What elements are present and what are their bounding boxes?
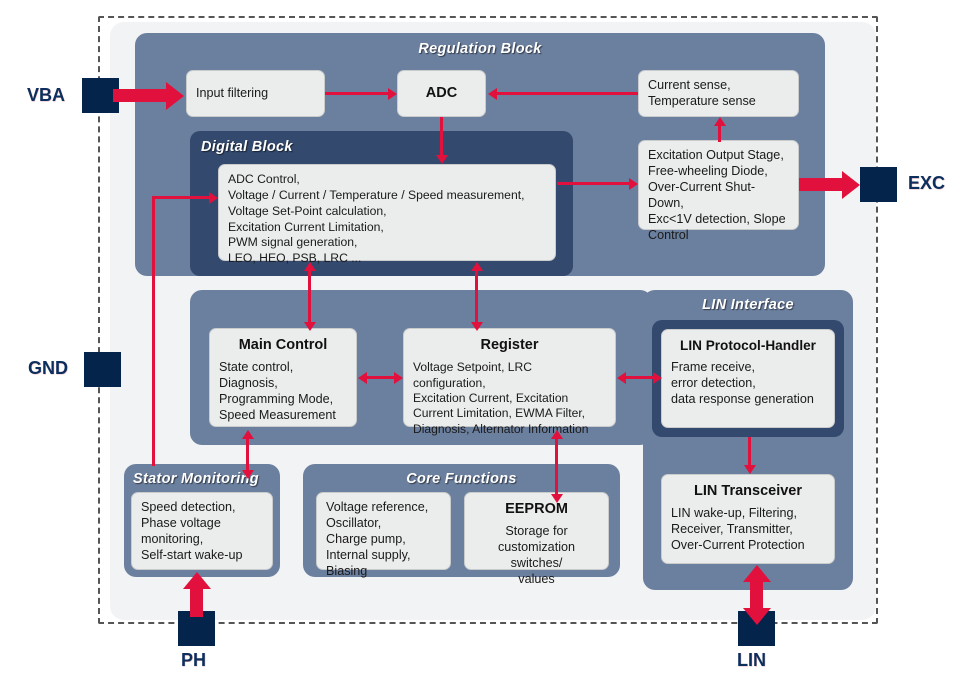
block-lin-protocol-handler-body: Frame receive, error detection, data res… [671,360,814,407]
arrowhead-register-to-lph-left [617,371,626,384]
pin-pad-gnd [84,352,121,387]
block-stator-monitoring-content: Speed detection, Phase voltage monitorin… [131,492,273,570]
block-lin-transceiver: LIN Transceiver LIN wake-up, Filtering, … [661,474,835,564]
arrowhead-register-up [470,262,483,271]
arrowhead-current-sense-to-adc [488,87,497,100]
pin-label-lin: LIN [737,650,766,670]
block-excitation-output-stage-body: Excitation Output Stage, Free-wheeling D… [648,148,786,242]
group-title-stator-monitoring: Stator Monitoring [133,471,259,487]
block-lin-protocol-handler: LIN Protocol-Handler Frame receive, erro… [661,329,835,428]
pin-pad-exc [860,167,897,202]
arrowhead-register-eeprom-down [550,494,563,503]
arrowhead-excitation-to-exc [842,170,860,199]
arrowhead-main-control-stator-up [241,430,254,439]
block-adc: ADC [397,70,486,117]
pin-label-gnd: GND [28,358,68,378]
block-main-control-body: State control, Diagnosis, Programming Mo… [219,360,336,423]
arrowhead-lin-to-transceiver-up [742,565,771,582]
arrowhead-digital-block-to-excitation [629,177,638,190]
arrowhead-vba-to-input-filtering [166,81,184,110]
bus-ph-to-stator-monitoring [190,589,203,617]
arrowhead-lin-to-transceiver-down [742,608,771,625]
connector-register-to-lin-protocol-handler [625,376,655,379]
block-lin-transceiver-header: LIN Transceiver [694,483,802,499]
group-title-lin-interface: LIN Interface [702,297,794,313]
arrowhead-adc-to-digital-block [435,155,448,164]
block-main-control-header: Main Control [238,337,328,353]
bus-excitation-to-exc [799,178,842,191]
block-register-header: Register [480,337,539,353]
block-lin-transceiver-body: LIN wake-up, Filtering, Receiver, Transm… [671,506,805,553]
connector-main-control-to-register [366,376,396,379]
block-input-filtering-body: Input filtering [196,85,269,100]
arrowhead-excitation-to-current-sense [713,117,726,126]
connector-adc-to-digital-block [440,117,443,155]
arrowhead-main-control-to-register-right [394,371,403,384]
arrowhead-register-eeprom-up [550,430,563,439]
arrowhead-main-control-to-register-left [358,371,367,384]
arrowhead-input-filtering-to-adc [388,87,397,100]
pin-label-exc: EXC [908,173,946,193]
arrowhead-stator-to-digital-block [209,191,218,204]
pin-pad-vba [82,78,119,113]
bus-lin-to-transceiver [750,582,763,616]
block-excitation-output-stage: Excitation Output Stage, Free-wheeling D… [638,140,799,242]
connector-digital-block-to-excitation [557,182,629,185]
arrowhead-main-control-down [303,322,316,331]
block-main-control: Main Control State control, Diagnosis, P… [209,328,357,427]
connector-stator-to-digital-horizontal [152,196,209,199]
block-input-filtering: Input filtering [186,70,325,117]
block-current-sense: Current sense, Temperature sense [638,70,799,117]
arrowhead-main-control-up [303,262,316,271]
group-title-regulation-block: Regulation Block [418,41,542,57]
arrowhead-lph-to-lin-transceiver [743,465,756,474]
connector-digital-block-to-main-control [308,270,311,326]
connector-input-filtering-to-adc [325,92,388,95]
arrowhead-register-to-lph-right [653,371,662,384]
group-title-digital-block: Digital Block [201,139,293,155]
block-stator-monitoring-content-body: Speed detection, Phase voltage monitorin… [141,500,243,562]
connector-stator-to-digital-vertical [152,196,155,466]
connector-digital-block-to-register [475,270,478,326]
pin-label-ph: PH [181,650,207,670]
block-lin-protocol-handler-header: LIN Protocol-Handler [680,338,816,353]
pin-label-vba: VBA [27,85,66,105]
block-register-body: Voltage Setpoint, LRC configuration, Exc… [413,360,589,436]
connector-lph-to-lin-transceiver [748,437,751,469]
block-core-functions-content-body: Voltage reference, Oscillator, Charge pu… [326,500,429,578]
block-core-functions-content: Voltage reference, Oscillator, Charge pu… [316,492,451,578]
block-eeprom: EEPROM Storage for customization switche… [464,492,609,586]
block-register: Register Voltage Setpoint, LRC configura… [403,328,616,436]
connector-main-control-to-stator-monitoring [246,438,249,474]
block-current-sense-body: Current sense, Temperature sense [648,77,756,108]
block-digital-block-content: ADC Control, Voltage / Current / Tempera… [218,164,556,265]
connector-excitation-to-current-sense-b [718,126,721,142]
connector-register-to-eeprom [555,438,558,498]
block-eeprom-body: Storage for customization switches/ valu… [498,524,575,587]
arrowhead-main-control-stator-down [241,470,254,479]
arrowhead-ph-to-stator-monitoring [182,572,211,589]
block-eeprom-header: EEPROM [505,501,568,517]
chip-boundary-dashed-frame [98,16,878,624]
connector-current-sense-to-adc [497,92,638,95]
bus-vba-to-input-filtering [113,89,166,102]
arrowhead-register-down [470,322,483,331]
group-title-core-functions: Core Functions [406,471,517,487]
block-digital-block-content-body: ADC Control, Voltage / Current / Tempera… [228,172,525,266]
block-adc-header: ADC [425,85,458,102]
